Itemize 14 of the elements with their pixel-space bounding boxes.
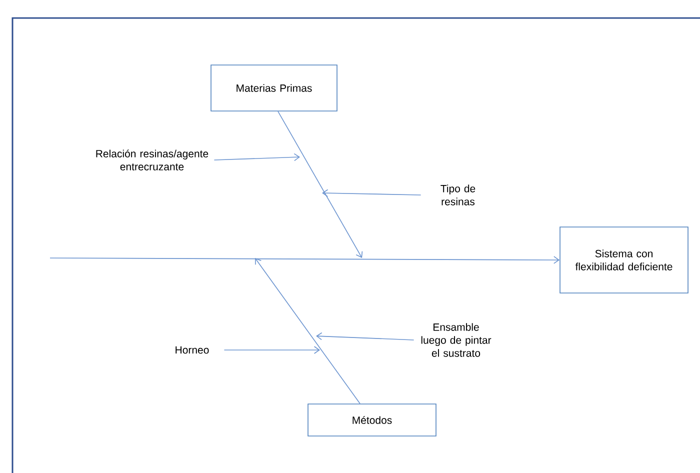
cause-label: Horneo: [176, 346, 209, 354]
arrow: [278, 111, 363, 258]
box: Materias Primas: [210, 64, 338, 112]
arrow: [255, 258, 360, 404]
box: Sistema con flexibilidad deficiente: [560, 226, 688, 294]
arrow: [316, 332, 414, 340]
cause-label: Tipo de resinas: [440, 184, 476, 206]
spine-arrow: [50, 256, 560, 264]
cause-label: Relación resinas/agente entrecruzante: [96, 150, 208, 170]
arrow: [224, 346, 320, 354]
arrow: [214, 153, 300, 162]
arrow: [322, 189, 422, 198]
cause-label: Ensamble luego de pintar el sustrato: [421, 323, 492, 357]
box: Métodos: [308, 404, 436, 436]
